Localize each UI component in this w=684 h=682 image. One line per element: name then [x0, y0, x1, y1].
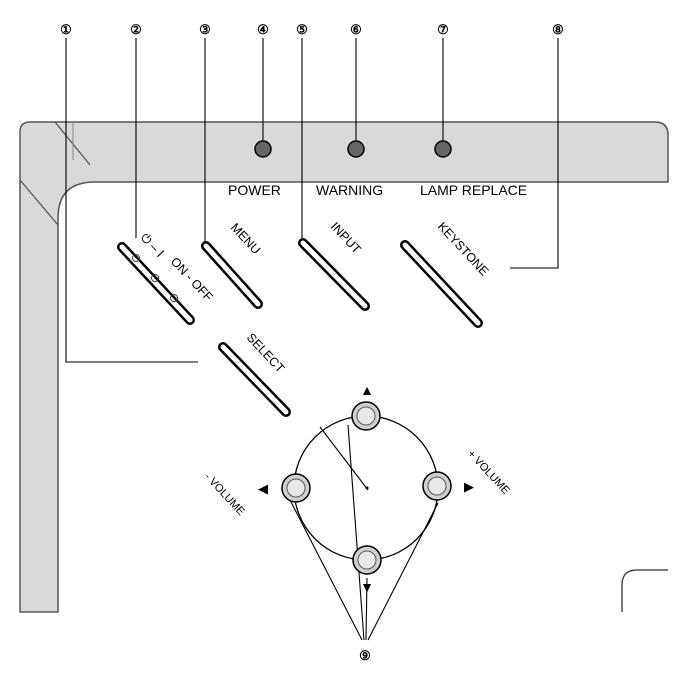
lamp-replace-label: LAMP REPLACE [420, 182, 527, 198]
panel-frame [19, 121, 669, 613]
volume-minus-label: - VOLUME [202, 471, 247, 518]
callout-2: ② [130, 22, 142, 37]
dpad-center-dot [365, 486, 369, 490]
callout-5: ⑤ [296, 22, 308, 37]
callout-9: ⑨ [359, 648, 371, 663]
left-arrow-icon: ◀ [258, 481, 268, 496]
callout-6: ⑥ [350, 22, 362, 37]
callout-7: ⑦ [437, 22, 449, 37]
callout-leaders [65, 38, 559, 641]
power-label: POWER [228, 182, 281, 198]
panel-inner-corner [621, 569, 668, 612]
lamp-replace-led [434, 140, 452, 158]
callout-3: ③ [199, 22, 211, 37]
panel-corner-line [19, 179, 59, 226]
down-arrow-icon: ▼ [360, 579, 374, 595]
on-off-dots [132, 254, 178, 302]
warning-label: WARNING [316, 182, 383, 198]
up-arrow-icon: ▲ [360, 382, 374, 398]
input-label: INPUT [328, 219, 364, 256]
callout-1: ① [60, 22, 72, 37]
keystone-label: KEYSTONE [435, 219, 492, 278]
power-led [254, 140, 272, 158]
menu-label: MENU [228, 220, 263, 256]
warning-led [347, 140, 365, 158]
right-arrow-icon: ▶ [464, 479, 474, 494]
on-off-symbol: ⏻ – I [138, 230, 167, 259]
callout-4: ④ [257, 22, 269, 37]
callout-8: ⑧ [552, 22, 564, 37]
